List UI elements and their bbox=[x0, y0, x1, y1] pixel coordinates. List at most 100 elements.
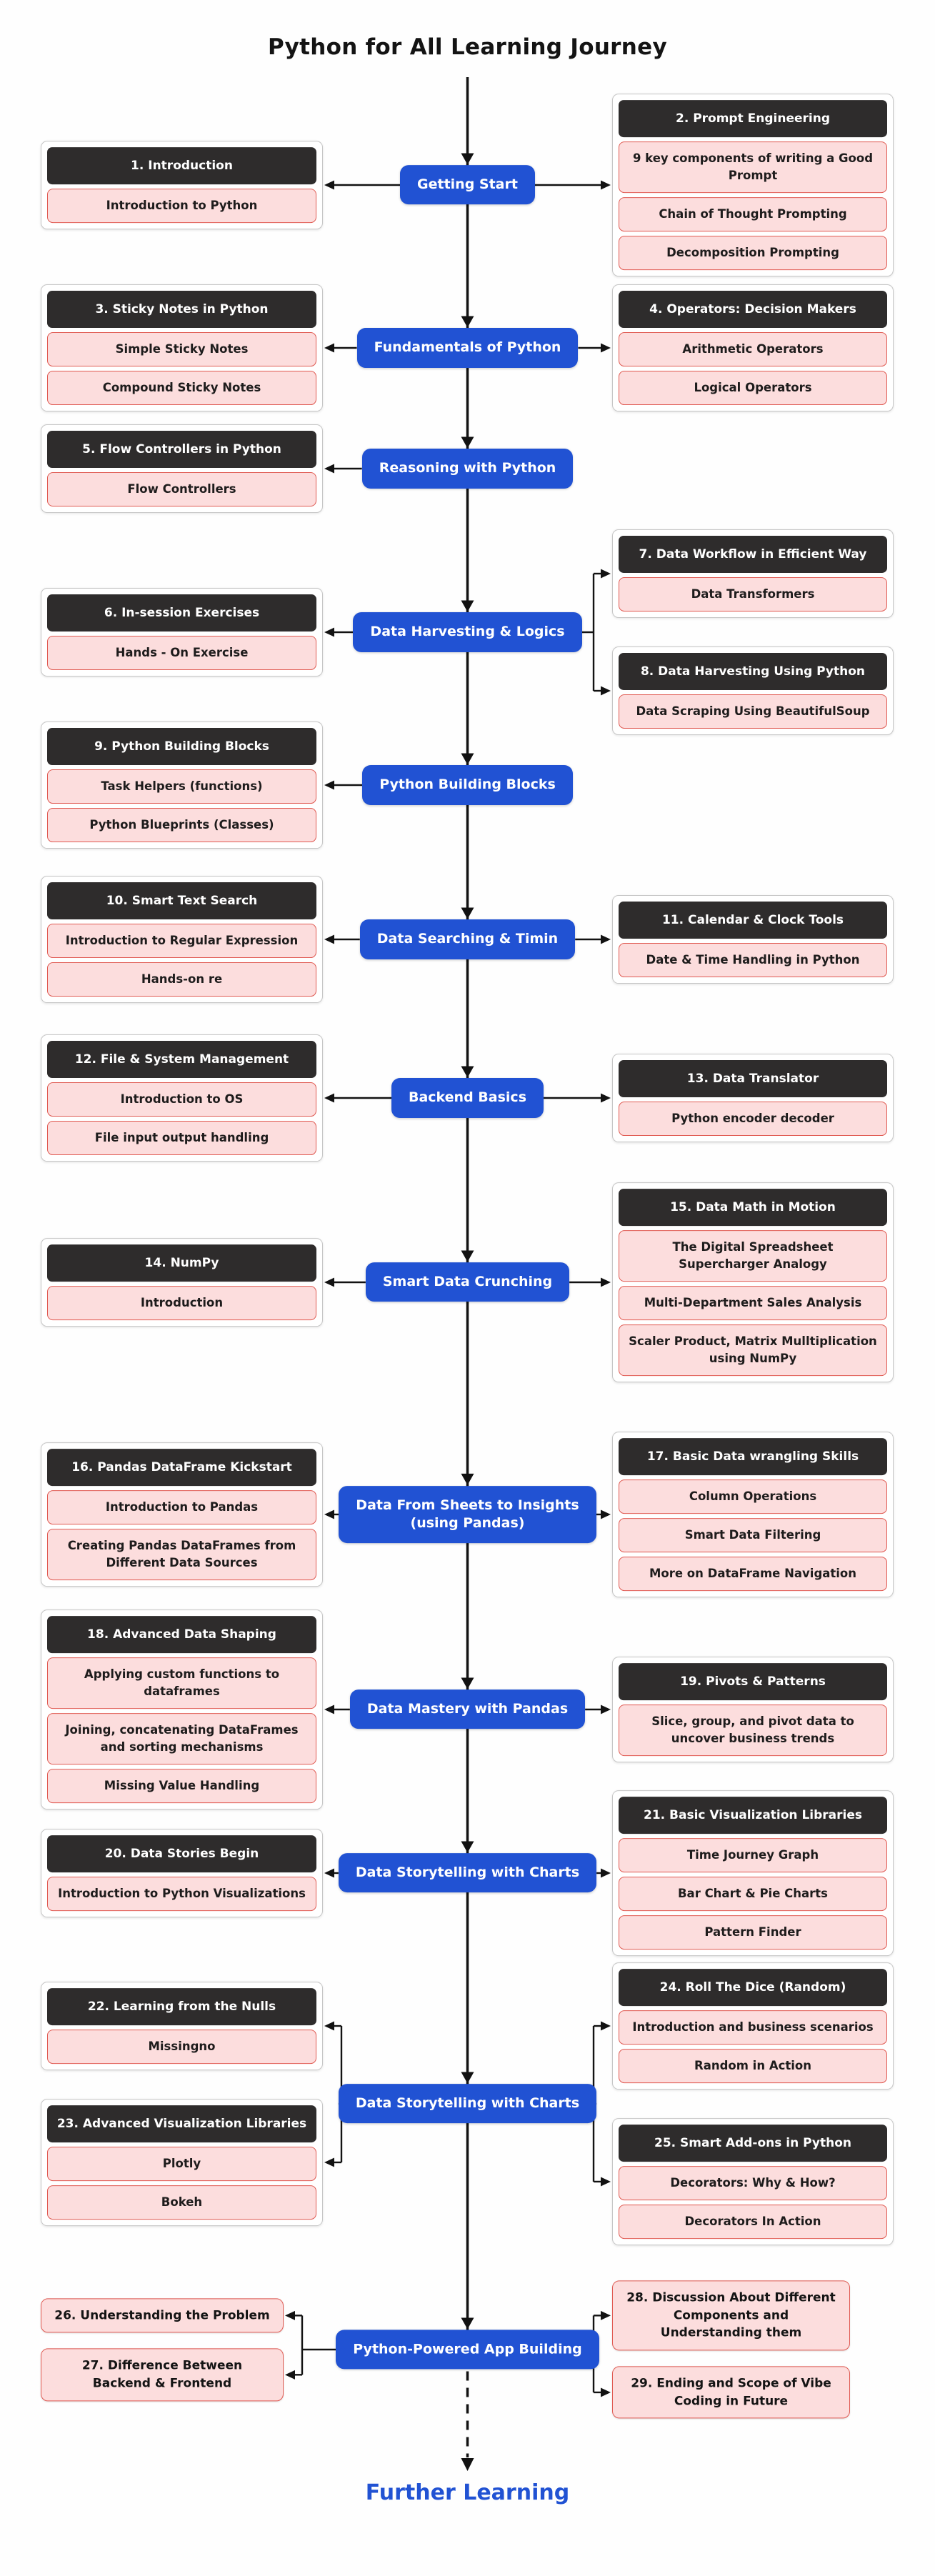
lesson-item: Python encoder decoder bbox=[619, 1102, 887, 1136]
module-header: 5. Flow Controllers in Python bbox=[47, 430, 316, 469]
lesson-item: Simple Sticky Notes bbox=[47, 332, 316, 367]
module-header: 7. Data Workflow in Efficient Way bbox=[619, 535, 887, 574]
lesson-item: Column Operations bbox=[619, 1479, 887, 1514]
center-column: Reasoning with Python bbox=[323, 449, 612, 489]
lesson-item: Date & Time Handling in Python bbox=[619, 943, 887, 977]
module-header: 12. File & System Management bbox=[47, 1041, 316, 1079]
center-column: Data Searching & Timin bbox=[323, 919, 612, 959]
lesson-item: Applying custom functions to dataframes bbox=[47, 1657, 316, 1709]
module-header: 10. Smart Text Search bbox=[47, 882, 316, 920]
module-header: 23. Advanced Visualization Libraries bbox=[47, 2105, 316, 2143]
lesson-item: Introduction to Pandas bbox=[47, 1490, 316, 1525]
module-header: 22. Learning from the Nulls bbox=[47, 1988, 316, 2026]
lesson-item: Introduction bbox=[47, 1286, 316, 1321]
lesson-item: Logical Operators bbox=[619, 371, 887, 405]
lesson-item: Introduction to Python bbox=[47, 189, 316, 223]
center-column: Backend Basics bbox=[323, 1078, 612, 1118]
flow-node: Data Storytelling with Charts bbox=[338, 2084, 597, 2124]
right-column: 24. Roll The Dice (Random)Introduction a… bbox=[612, 1962, 935, 2245]
lesson-item: Slice, group, and pivot data to uncover … bbox=[619, 1704, 887, 1756]
lesson-item: Introduction and business scenarios bbox=[619, 2010, 887, 2045]
module-header: 8. Data Harvesting Using Python bbox=[619, 653, 887, 691]
lesson-item: Introduction to OS bbox=[47, 1082, 316, 1117]
standalone-topic-card: 26. Understanding the Problem bbox=[41, 2298, 284, 2333]
module-header: 21. Basic Visualization Libraries bbox=[619, 1797, 887, 1834]
lesson-item: Introduction to Python Visualizations bbox=[47, 1877, 316, 1912]
lesson-item: Pattern Finder bbox=[619, 1915, 887, 1950]
flow-node: Reasoning with Python bbox=[361, 449, 574, 489]
center-column: Data Storytelling with Charts bbox=[323, 1853, 612, 1893]
lesson-item: Plotly bbox=[47, 2147, 316, 2182]
lesson-item: Arithmetic Operators bbox=[619, 332, 887, 367]
lesson-item: Decorators: Why & How? bbox=[619, 2166, 887, 2201]
module-header: 14. NumPy bbox=[47, 1244, 316, 1282]
lesson-item: Time Journey Graph bbox=[619, 1838, 887, 1873]
module-header: 15. Data Math in Motion bbox=[619, 1189, 887, 1227]
flow-node: Data Searching & Timin bbox=[359, 919, 576, 959]
lesson-item: Chain of Thought Prompting bbox=[619, 197, 887, 231]
module-header: 25. Smart Add-ons in Python bbox=[619, 2125, 887, 2162]
lesson-item: Scaler Product, Matrix Mulltiplication u… bbox=[619, 1324, 887, 1376]
lesson-item: Task Helpers (functions) bbox=[47, 769, 316, 804]
center-column: Data Harvesting & Logics bbox=[323, 612, 612, 652]
module-header: 3. Sticky Notes in Python bbox=[47, 291, 316, 329]
flow-node: Smart Data Crunching bbox=[365, 1262, 570, 1302]
right-column: 28. Discussion About Different Component… bbox=[612, 2280, 935, 2419]
module-header: 9. Python Building Blocks bbox=[47, 728, 316, 766]
lesson-item: Missingno bbox=[47, 2030, 316, 2065]
lesson-item: Bar Chart & Pie Charts bbox=[619, 1877, 887, 1912]
lesson-item: More on DataFrame Navigation bbox=[619, 1557, 887, 1591]
lesson-item: Hands - On Exercise bbox=[47, 636, 316, 670]
module-header: 2. Prompt Engineering bbox=[619, 100, 887, 138]
lesson-item: Joining, concatenating DataFrames and so… bbox=[47, 1713, 316, 1764]
flow-node: Python-Powered App Building bbox=[336, 2330, 599, 2370]
further-learning-label: Further Learning bbox=[365, 2480, 570, 2505]
center-column: Python Building Blocks bbox=[323, 765, 612, 805]
center-column: Data Mastery with Pandas bbox=[323, 1689, 612, 1729]
flow-node: Data From Sheets to Insights (using Pand… bbox=[339, 1485, 596, 1544]
standalone-topic-card: 29. Ending and Scope of Vibe Coding in F… bbox=[612, 2366, 850, 2419]
lesson-item: Flow Controllers bbox=[47, 472, 316, 507]
